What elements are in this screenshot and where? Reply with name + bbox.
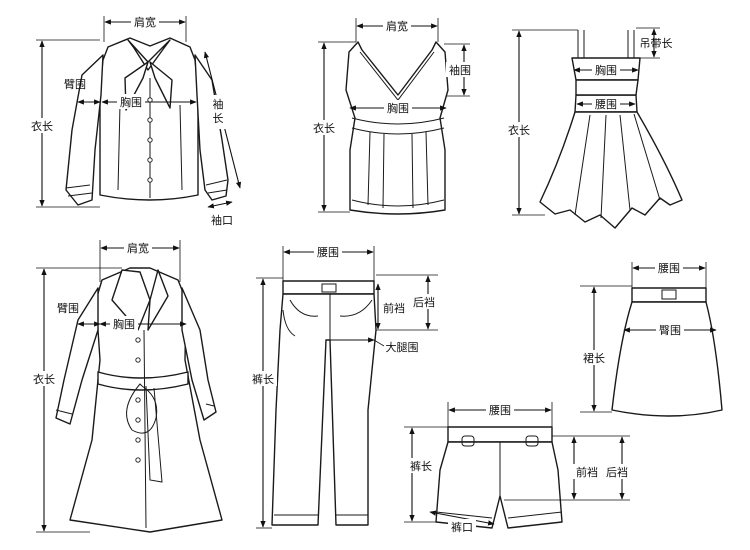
shorts-waist-label: 腰围 <box>489 404 511 417</box>
pants-front-rise-label: 前裆 <box>383 301 405 315</box>
skirt-figure: 腰围 臀围 裙长 <box>580 260 723 417</box>
shorts-leg-opening-label: 裤口 <box>451 520 473 534</box>
shorts-front-rise-label: 前裆 <box>576 465 598 479</box>
dress-skirt <box>539 111 683 229</box>
shirt-length-label: 衣长 <box>31 119 53 133</box>
vest-armhole-label: 袖围 <box>449 63 471 77</box>
shirt-arm-label: 臂围 <box>64 78 86 91</box>
vest-body <box>345 41 449 215</box>
coat-chest-label: 胸围 <box>113 317 135 331</box>
skirt-body <box>611 301 723 417</box>
vest-figure: 肩宽 袖围 胸围 衣长 <box>310 18 474 215</box>
coat-figure: 肩宽 臂围 胸围 衣长 <box>30 240 223 533</box>
dress-waist-label: 腰围 <box>595 98 617 111</box>
shorts-figure: 腰围 裤长 前裆 后裆 裤口 <box>404 402 631 534</box>
dress-chest-label: 胸围 <box>595 63 617 77</box>
shorts-length-label: 裤长 <box>410 459 432 473</box>
vest-chest-label: 胸围 <box>387 101 409 115</box>
shirt-left-sleeve <box>65 54 104 206</box>
shirt-chest-label: 胸围 <box>120 95 142 109</box>
shorts-back-rise-label: 后裆 <box>606 466 628 479</box>
shirt-sleeve-length-label: 袖长 <box>213 97 224 125</box>
pants-waist-label: 腰围 <box>317 246 339 259</box>
skirt-hip-label: 臀围 <box>659 324 681 337</box>
shorts-waistband <box>447 426 553 443</box>
shorts-body <box>435 441 563 529</box>
coat-arm-label: 臂围 <box>57 302 79 315</box>
shirt-figure: 肩宽 衣长 臂围 胸围 袖长 袖口 <box>28 14 242 227</box>
coat-lapel <box>111 269 151 331</box>
skirt-waist-label: 腰围 <box>658 262 680 275</box>
dress-strap-label: 吊带长 <box>640 37 673 50</box>
coat-length-label: 衣长 <box>33 372 55 386</box>
vest-length-label: 衣长 <box>313 121 335 135</box>
pants-figure: 腰围 后裆 前裆 大腿围 裤长 <box>249 244 438 529</box>
coat-belt <box>97 371 189 391</box>
dress-figure: 吊带长 胸围 腰围 衣长 <box>505 27 683 229</box>
coat-shoulder-label: 肩宽 <box>127 241 149 255</box>
vest-shoulder-label: 肩宽 <box>386 19 408 33</box>
coat-right-sleeve <box>181 287 217 421</box>
pants-back-rise-label: 后裆 <box>413 296 435 309</box>
skirt-length-label: 裙长 <box>583 352 605 365</box>
dress-length-label: 衣长 <box>508 123 530 137</box>
pants-length-label: 裤长 <box>252 372 274 386</box>
shirt-cuff-label: 袖口 <box>211 213 233 227</box>
pants-thigh-label: 大腿围 <box>386 340 419 354</box>
shirt-shoulder-label: 肩宽 <box>134 15 156 29</box>
